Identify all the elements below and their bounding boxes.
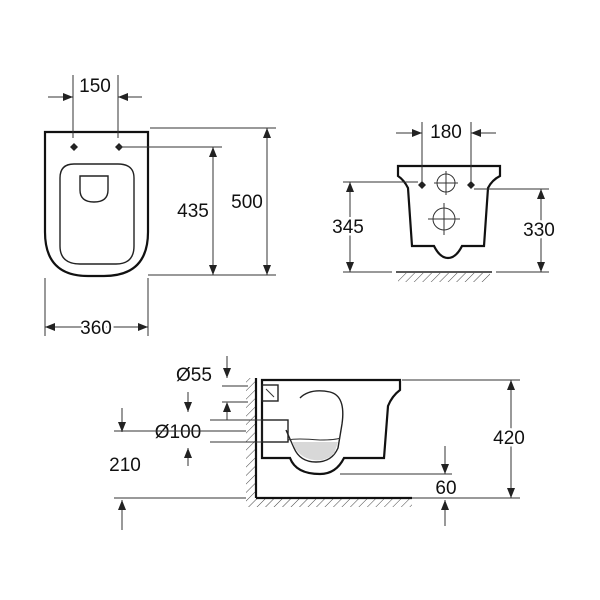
side-view-inner-bowl <box>285 390 344 463</box>
side-view-wall-hatch <box>246 378 256 498</box>
dim-top-width-total: 360 <box>80 318 112 339</box>
top-view-seat-inner <box>59 163 135 265</box>
front-view: 180 345 330 <box>330 122 557 282</box>
front-view-body-outline <box>396 164 502 260</box>
dim-side-height-total: 420 <box>493 428 525 449</box>
dim-top-width-holes: 150 <box>79 76 111 97</box>
top-view: 150 435 500 360 <box>43 75 276 342</box>
dim-side-outlet-offset: 60 <box>435 478 456 499</box>
front-view-floor-hatch <box>398 273 490 282</box>
side-view-outlet-connector <box>261 419 289 443</box>
dim-front-height-left: 345 <box>332 217 364 238</box>
side-view-floor-hatch <box>246 498 412 507</box>
dim-side-inlet-diameter: Ø55 <box>176 365 212 386</box>
side-view-water-fill <box>292 442 338 461</box>
dim-top-length-inner: 435 <box>177 201 209 222</box>
side-view-bowl-outline <box>260 378 402 476</box>
top-view-opening <box>79 175 109 203</box>
dim-front-height-right: 330 <box>523 220 555 241</box>
dim-front-holes-spacing: 180 <box>430 122 462 143</box>
dim-side-outlet-diameter: Ø100 <box>155 422 201 443</box>
side-view-water <box>287 437 341 441</box>
side-view-inlet-connector <box>261 384 279 402</box>
dim-side-outlet-height: 210 <box>109 455 141 476</box>
front-view-mounting-holes <box>418 171 475 235</box>
dim-top-length-total: 500 <box>231 192 263 213</box>
top-view-mounting-holes <box>70 143 123 151</box>
side-view: Ø55 Ø100 210 420 60 <box>109 356 527 530</box>
top-view-bowl-outline <box>43 130 150 278</box>
